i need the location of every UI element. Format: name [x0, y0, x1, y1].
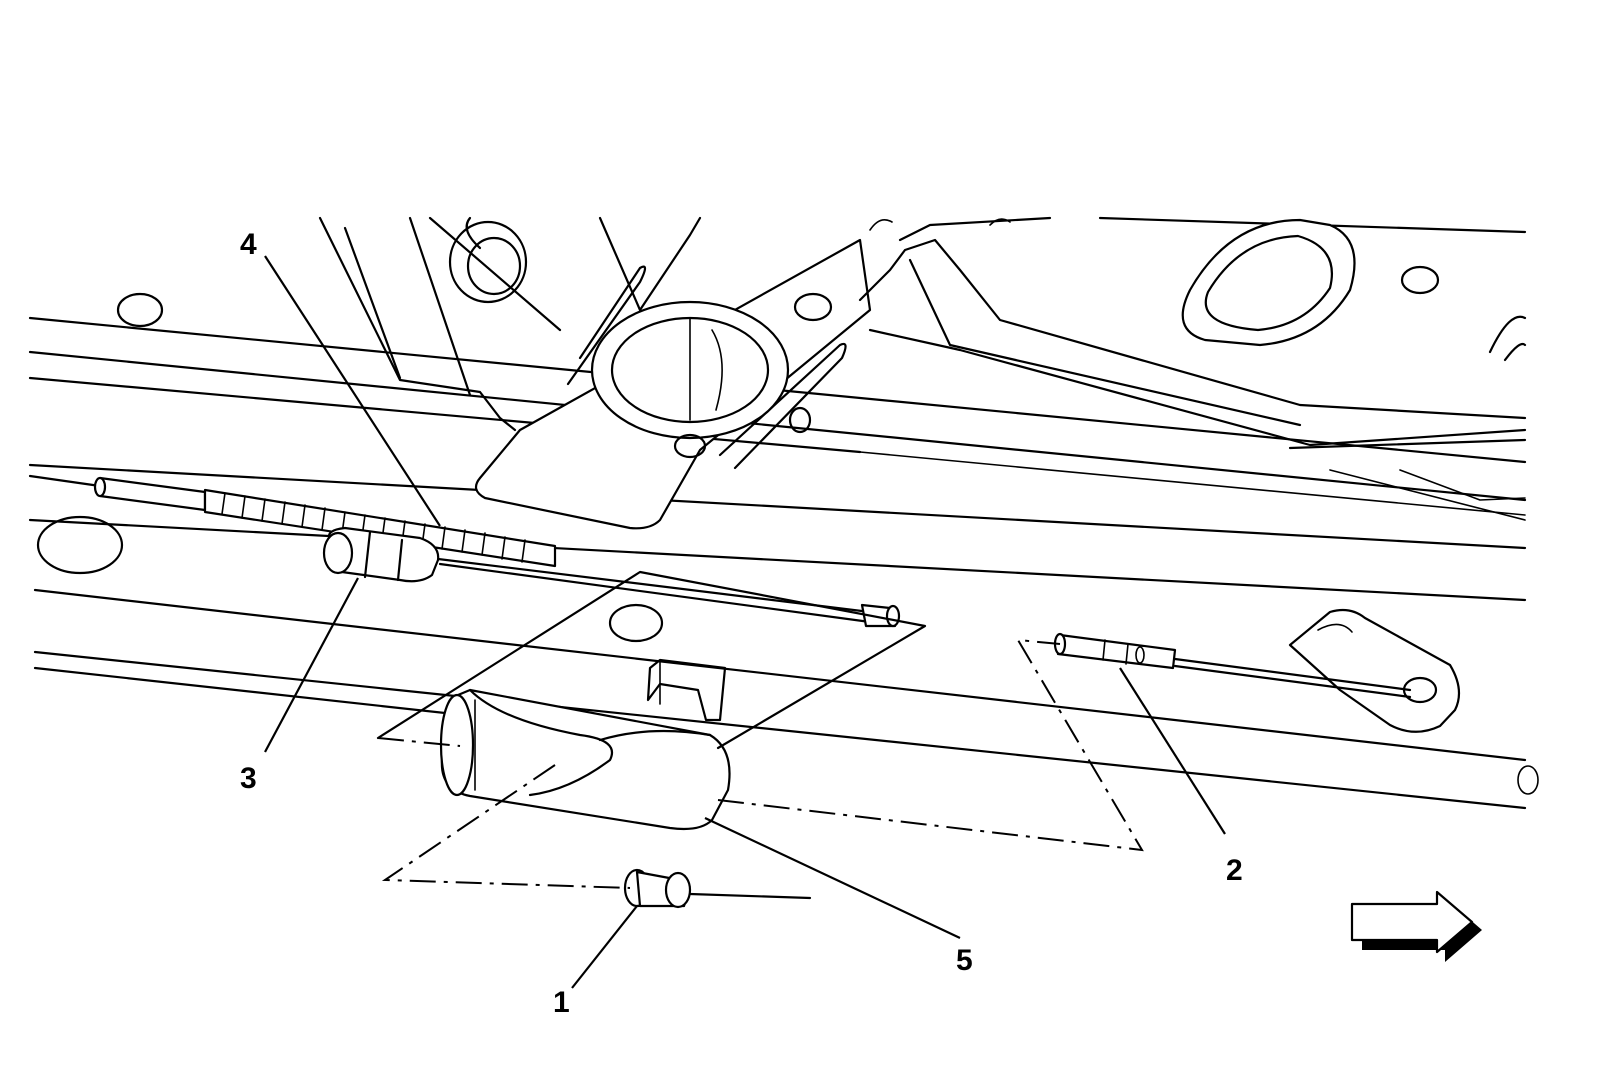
cable-conduit-fitting	[322, 526, 440, 583]
forward-arrow-icon	[1350, 890, 1482, 962]
leader-lines	[264, 255, 1226, 989]
crossmember	[318, 216, 872, 530]
parking-brake-cable	[28, 474, 901, 628]
callout-4: 4	[240, 228, 257, 261]
callout-1: 1	[553, 986, 570, 1019]
callout-3: 3	[240, 762, 257, 795]
cable-shield	[439, 658, 731, 831]
callout-5: 5	[956, 944, 973, 977]
floor-pan	[858, 216, 1527, 521]
fastener-pin	[623, 868, 812, 909]
alignment-lines	[376, 570, 1144, 889]
callouts: 4 3 2 5 1	[240, 228, 1243, 1019]
callout-2: 2	[1226, 854, 1243, 887]
underbody-structure	[28, 292, 1539, 810]
